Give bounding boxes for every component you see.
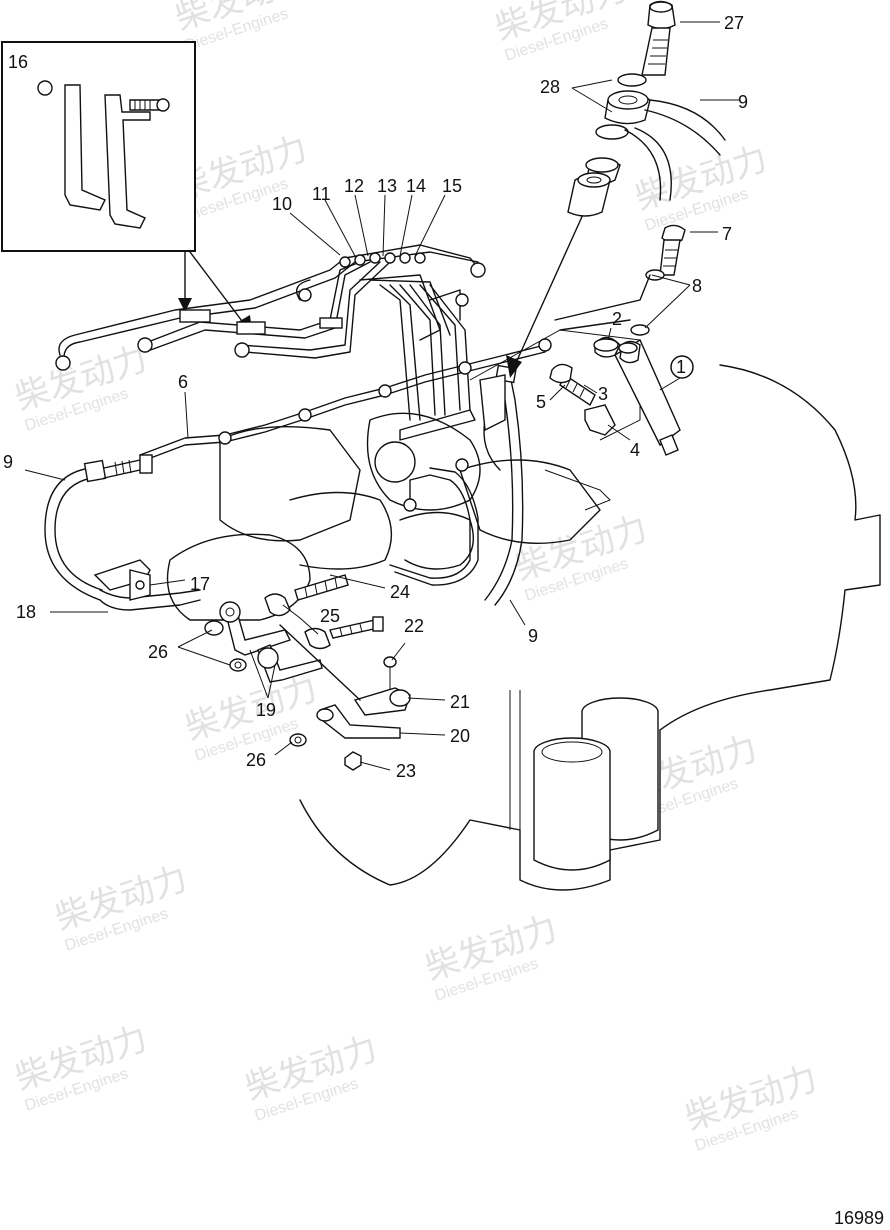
callout-label-23: 23: [396, 761, 416, 781]
callout-label-11: 11: [312, 184, 331, 204]
leak-off-pipe: [389, 458, 479, 586]
banjo-fitting-assembly: [567, 0, 726, 217]
injector-assembly: [549, 224, 686, 456]
callout-label-26: 26: [148, 642, 168, 662]
callout-label-13: 13: [377, 176, 397, 196]
watermark: 柴发动力 Diesel-Engines: [421, 909, 562, 1004]
callout-label-20: 20: [450, 726, 470, 746]
callout-label-22: 22: [404, 616, 424, 636]
callout-label-12: 12: [344, 176, 364, 196]
inset-detail-box: [1, 41, 196, 252]
watermark: 柴发动力 Diesel-Engines: [51, 859, 192, 954]
callout-label-10: 10: [272, 194, 292, 214]
watermark: 柴发动力 Diesel-Engines: [491, 0, 632, 65]
callout-label-5: 5: [536, 392, 546, 412]
callout-label-4: 4: [630, 440, 640, 460]
callout-label-27: 27: [724, 13, 744, 33]
callout-label-26: 26: [246, 750, 266, 770]
watermark: 柴发动力 Diesel-Engines: [11, 339, 152, 434]
engine-block-outline: [166, 329, 881, 891]
leader-lines: [24, 21, 740, 771]
callout-labels: 16 27 28 9 7 8 2 1 3 5 4 10 11 12 13 14 …: [3, 13, 748, 781]
fuel-return-line: [139, 338, 552, 463]
fuel-filter-canisters: [533, 697, 659, 871]
callout-label-24: 24: [390, 582, 410, 602]
watermark: 柴发动力 Diesel-Engines: [11, 1019, 152, 1114]
callout-label-9: 9: [738, 92, 748, 112]
callout-label-3: 3: [598, 384, 608, 404]
injection-pipe-bundle: [55, 244, 486, 421]
callout-label-28: 28: [540, 77, 560, 97]
watermark: 柴发动力 Diesel-Engines: [631, 139, 772, 234]
callout-label-9: 9: [3, 452, 13, 472]
watermark: 柴发动力 Diesel-Engines: [241, 1029, 382, 1124]
watermark: 柴发动力 Diesel-Engines: [681, 1059, 822, 1154]
drawing-number: 16989: [834, 1208, 884, 1228]
callout-label-7: 7: [722, 224, 732, 244]
callout-label-17: 17: [190, 574, 210, 594]
callout-label-14: 14: [406, 176, 426, 196]
callout-label-6: 6: [178, 372, 188, 392]
callout-label-18: 18: [16, 602, 36, 622]
callout-label-15: 15: [442, 176, 462, 196]
pointer-arrow-to-connection: [506, 209, 586, 378]
callout-label-25: 25: [320, 606, 340, 626]
callout-label-21: 21: [450, 692, 470, 712]
callout-label-8: 8: [692, 276, 702, 296]
watermark: 柴发动力 Diesel-Engines: [511, 509, 652, 604]
fuel-hose-left: [44, 454, 201, 611]
callout-label-16: 16: [8, 52, 28, 72]
callout-label-2: 2: [612, 309, 622, 329]
bracket-assembly: [204, 574, 411, 771]
callout-label-9: 9: [528, 626, 538, 646]
callout-label-19: 19: [256, 700, 276, 720]
callout-label-1: 1: [676, 357, 686, 377]
callout-circle: [670, 355, 694, 379]
fuel-hose-right: [479, 364, 524, 606]
